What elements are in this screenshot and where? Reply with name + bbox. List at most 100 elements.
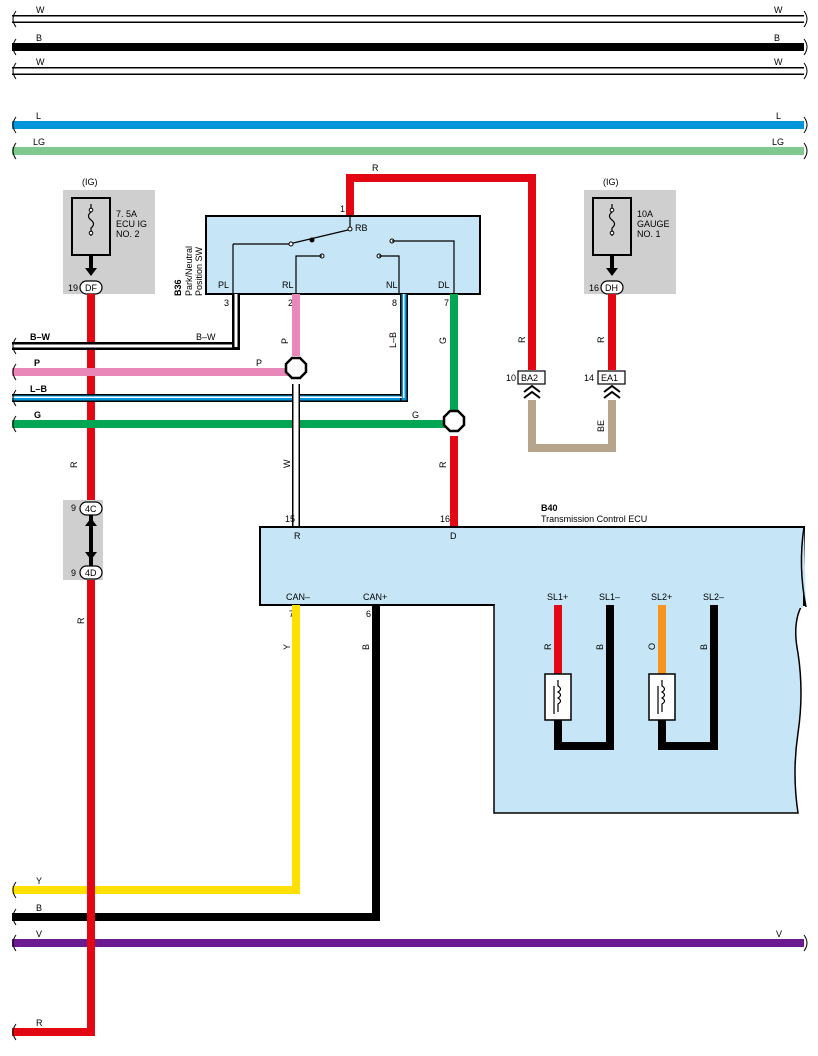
connector-chevron-icon xyxy=(603,384,621,399)
connector-id: 4C xyxy=(85,504,97,514)
connector-chevron-icon xyxy=(523,384,541,399)
fuse-rating: 10A xyxy=(637,209,653,219)
wire-label: B xyxy=(595,644,605,650)
wire-label: R xyxy=(543,643,553,650)
component-name-2: Position SW xyxy=(194,246,204,296)
junction-4c-4d: 9 4C 9 4D xyxy=(63,500,103,580)
fuse-gauge-no1: (IG) 10A GAUGE NO. 1 16 DH xyxy=(584,177,676,295)
terminal-label: SL2– xyxy=(703,592,724,602)
terminal-label: D xyxy=(450,531,457,541)
wire-r-d: R xyxy=(438,436,458,527)
pin-number: 1 xyxy=(340,204,345,214)
bus-wire-v: V V xyxy=(12,929,808,952)
bus-wire-b: B B xyxy=(12,33,808,56)
terminal-label: RL xyxy=(282,280,294,290)
wire-label: BE xyxy=(596,420,606,432)
connector-pin: 10 xyxy=(506,373,516,383)
wire-label: G xyxy=(412,410,419,420)
terminal-label: NL xyxy=(386,280,398,290)
terminal-label: PL xyxy=(218,280,229,290)
connector-id: EA1 xyxy=(601,373,618,383)
bus-label-left: W xyxy=(36,57,45,67)
wire-label: R xyxy=(69,461,79,468)
wire-label: Y xyxy=(282,644,292,650)
bus-wire-l: L L xyxy=(12,111,808,134)
wire-label: W xyxy=(282,459,292,468)
wire-label: R xyxy=(76,617,86,624)
connector-pin: 14 xyxy=(584,373,594,383)
wire-r-main: R R R xyxy=(12,294,95,1041)
pin-number: 7 xyxy=(289,609,294,619)
pin-number: 3 xyxy=(224,298,229,308)
pin-number: 6 xyxy=(366,609,371,619)
fuse-name-1: GAUGE xyxy=(637,219,670,229)
arrow-up-icon xyxy=(85,518,97,526)
connector-id: DH xyxy=(605,283,618,293)
connector-ea1: EA1 14 xyxy=(584,370,626,399)
b40-transmission-ecu: B40 Transmission Control ECU 15 R 16 D C… xyxy=(259,503,807,814)
connector-pin: 9 xyxy=(71,503,76,513)
bus-label-left: V xyxy=(36,929,42,939)
connector-id: DF xyxy=(85,283,97,293)
pin-number: 16 xyxy=(440,514,450,524)
component-name-1: Park/Neutral xyxy=(184,246,194,296)
fuse-icon xyxy=(87,204,95,236)
bus-label-left: B xyxy=(36,33,42,43)
wire-label: G xyxy=(438,337,448,344)
wire-y-can-minus: Y Y xyxy=(12,605,300,899)
b36-park-neutral-switch: B36 Park/Neutral Position SW 1 RB PL RL … xyxy=(173,204,481,308)
wire-b-w: B–W B–W xyxy=(12,294,240,355)
terminal-label: SL1– xyxy=(599,592,620,602)
wire-label: P xyxy=(256,358,262,368)
wire-label: R xyxy=(596,336,606,343)
pin-number: 15 xyxy=(285,514,295,524)
connector-pin: 19 xyxy=(68,283,78,293)
wire-r-gauge-ea1: R xyxy=(596,294,616,370)
component-code: B40 xyxy=(541,503,558,513)
wire-r-b36-ba2: R R xyxy=(346,163,536,370)
terminal-label: CAN+ xyxy=(363,592,387,602)
fuse-name-1: ECU IG xyxy=(116,219,147,229)
wire-label: R xyxy=(438,461,448,468)
solenoid-sl2-icon xyxy=(648,673,676,721)
bus-label-left: W xyxy=(36,5,45,15)
terminal-label: RB xyxy=(355,223,368,233)
solenoid-sl1-icon xyxy=(544,673,572,721)
component-code: B36 xyxy=(173,279,183,296)
pin-number: 8 xyxy=(392,298,397,308)
bus-label-right: V xyxy=(776,929,782,939)
bus-wire-w-2: W W xyxy=(12,57,808,80)
terminal-label: SL2+ xyxy=(651,592,672,602)
component-name: Transmission Control ECU xyxy=(541,514,647,524)
connector-pin: 9 xyxy=(71,568,76,578)
wire-w-vertical: W xyxy=(282,384,300,527)
bus-label-left: B xyxy=(36,903,42,913)
arrow-down-icon xyxy=(85,552,97,560)
terminal-label: R xyxy=(294,531,301,541)
wire-label: O xyxy=(647,643,657,650)
pin-number: 2 xyxy=(288,298,293,308)
bus-label-left: R xyxy=(36,1018,43,1028)
junction-g-r xyxy=(442,409,466,433)
connector-id: 4D xyxy=(85,568,97,578)
bus-label-left: L xyxy=(36,111,41,121)
bus-label-left: G xyxy=(34,410,41,420)
wire-label: B–W xyxy=(196,332,216,342)
bus-label-right: L xyxy=(776,111,781,121)
switch-blade xyxy=(288,229,349,245)
connector-pin: 16 xyxy=(589,283,599,293)
wire-b-can-plus: B B xyxy=(12,605,380,926)
wire-label: R xyxy=(517,336,527,343)
wire-p: P P P xyxy=(12,294,300,381)
arrow-down-icon xyxy=(85,268,97,276)
bus-label-left: Y xyxy=(36,876,42,886)
fuse-rating: 7. 5A xyxy=(116,209,137,219)
fuse-ig-label: (IG) xyxy=(82,177,98,187)
connector-ba2: BA2 10 xyxy=(506,370,546,399)
bus-label-left: P xyxy=(34,358,40,368)
terminal-label: CAN– xyxy=(286,592,310,602)
wire-l-b: L–B L–B xyxy=(12,294,408,407)
fuse-ig-label: (IG) xyxy=(603,177,619,187)
junction-p-w xyxy=(284,356,308,380)
